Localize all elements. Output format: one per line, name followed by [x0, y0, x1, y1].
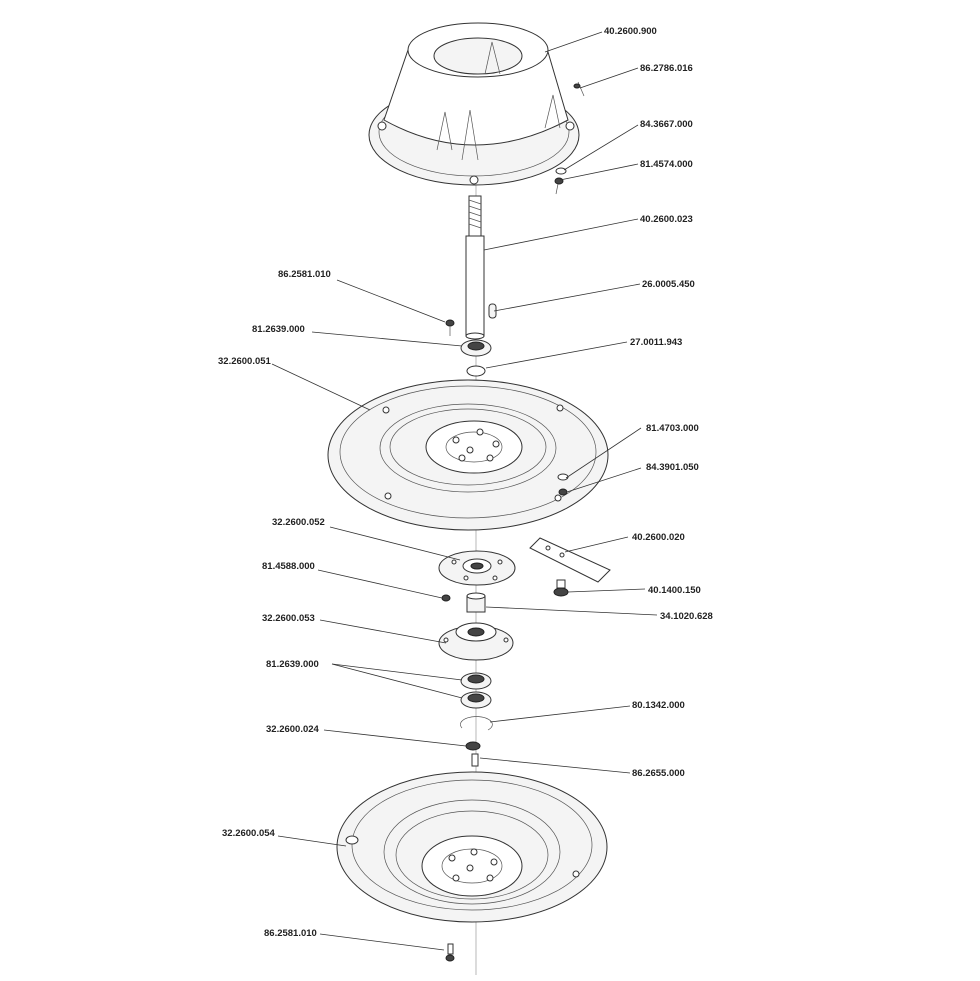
drive-shaft — [465, 195, 485, 340]
screw-top — [445, 319, 455, 336]
label-40-1400-150: 40.1400.150 — [648, 585, 701, 596]
plate-nut — [557, 473, 569, 496]
label-81-4588-000: 81.4588.000 — [262, 561, 315, 572]
label-86-2655-000: 86.2655.000 — [632, 768, 685, 779]
label-81-2639-000-top: 81.2639.000 — [252, 324, 305, 335]
blade-bolt — [553, 579, 569, 597]
label-84-3901-050: 84.3901.050 — [646, 462, 699, 473]
main-plate — [327, 379, 609, 531]
hub-nut — [441, 594, 451, 602]
label-40-2600-023: 40.2600.023 — [640, 214, 693, 225]
label-81-2639-000-lower: 81.2639.000 — [266, 659, 319, 670]
blade — [529, 537, 611, 583]
label-81-4574-000: 81.4574.000 — [640, 159, 693, 170]
leader-lines — [271, 31, 658, 951]
circlip — [460, 716, 493, 731]
part-labels: 40.2600.900 86.2786.016 84.3667.000 81.4… — [218, 26, 713, 939]
nut-small — [554, 167, 567, 195]
label-32-2600-052: 32.2600.052 — [272, 517, 325, 528]
label-86-2581-010-top: 86.2581.010 — [278, 269, 331, 280]
shaft-bolt — [471, 753, 479, 767]
label-81-4703-000: 81.4703.000 — [646, 423, 699, 434]
label-26-0005-450: 26.0005.450 — [642, 279, 695, 290]
shaft-nut — [465, 741, 481, 751]
bolt-small — [573, 81, 585, 97]
label-80-1342-000: 80.1342.000 — [632, 700, 685, 711]
label-32-2600-053: 32.2600.053 — [262, 613, 315, 624]
label-32-2600-024: 32.2600.024 — [266, 724, 320, 735]
bearing-upper — [460, 339, 492, 357]
label-40-2600-020: 40.2600.020 — [632, 532, 685, 543]
housing-cover — [368, 22, 580, 186]
bearing-lower-2 — [460, 691, 492, 709]
bottom-plate — [336, 771, 608, 923]
spacer-sleeve — [466, 592, 486, 613]
label-40-2600-900: 40.2600.900 — [604, 26, 657, 37]
washer — [466, 365, 486, 377]
label-27-0011-943: 27.0011.943 — [630, 337, 682, 348]
label-86-2581-010-bottom: 86.2581.010 — [264, 928, 317, 939]
label-32-2600-051: 32.2600.051 — [218, 356, 272, 367]
label-32-2600-054: 32.2600.054 — [222, 828, 276, 839]
bearing-housing — [438, 622, 514, 661]
label-34-1020-628: 34.1020.628 — [660, 611, 713, 622]
bearing-lower-1 — [460, 672, 492, 690]
label-86-2786-016: 86.2786.016 — [640, 63, 693, 74]
screw-bottom — [445, 943, 455, 962]
blade-hub — [438, 550, 516, 586]
label-84-3667-000: 84.3667.000 — [640, 119, 693, 130]
